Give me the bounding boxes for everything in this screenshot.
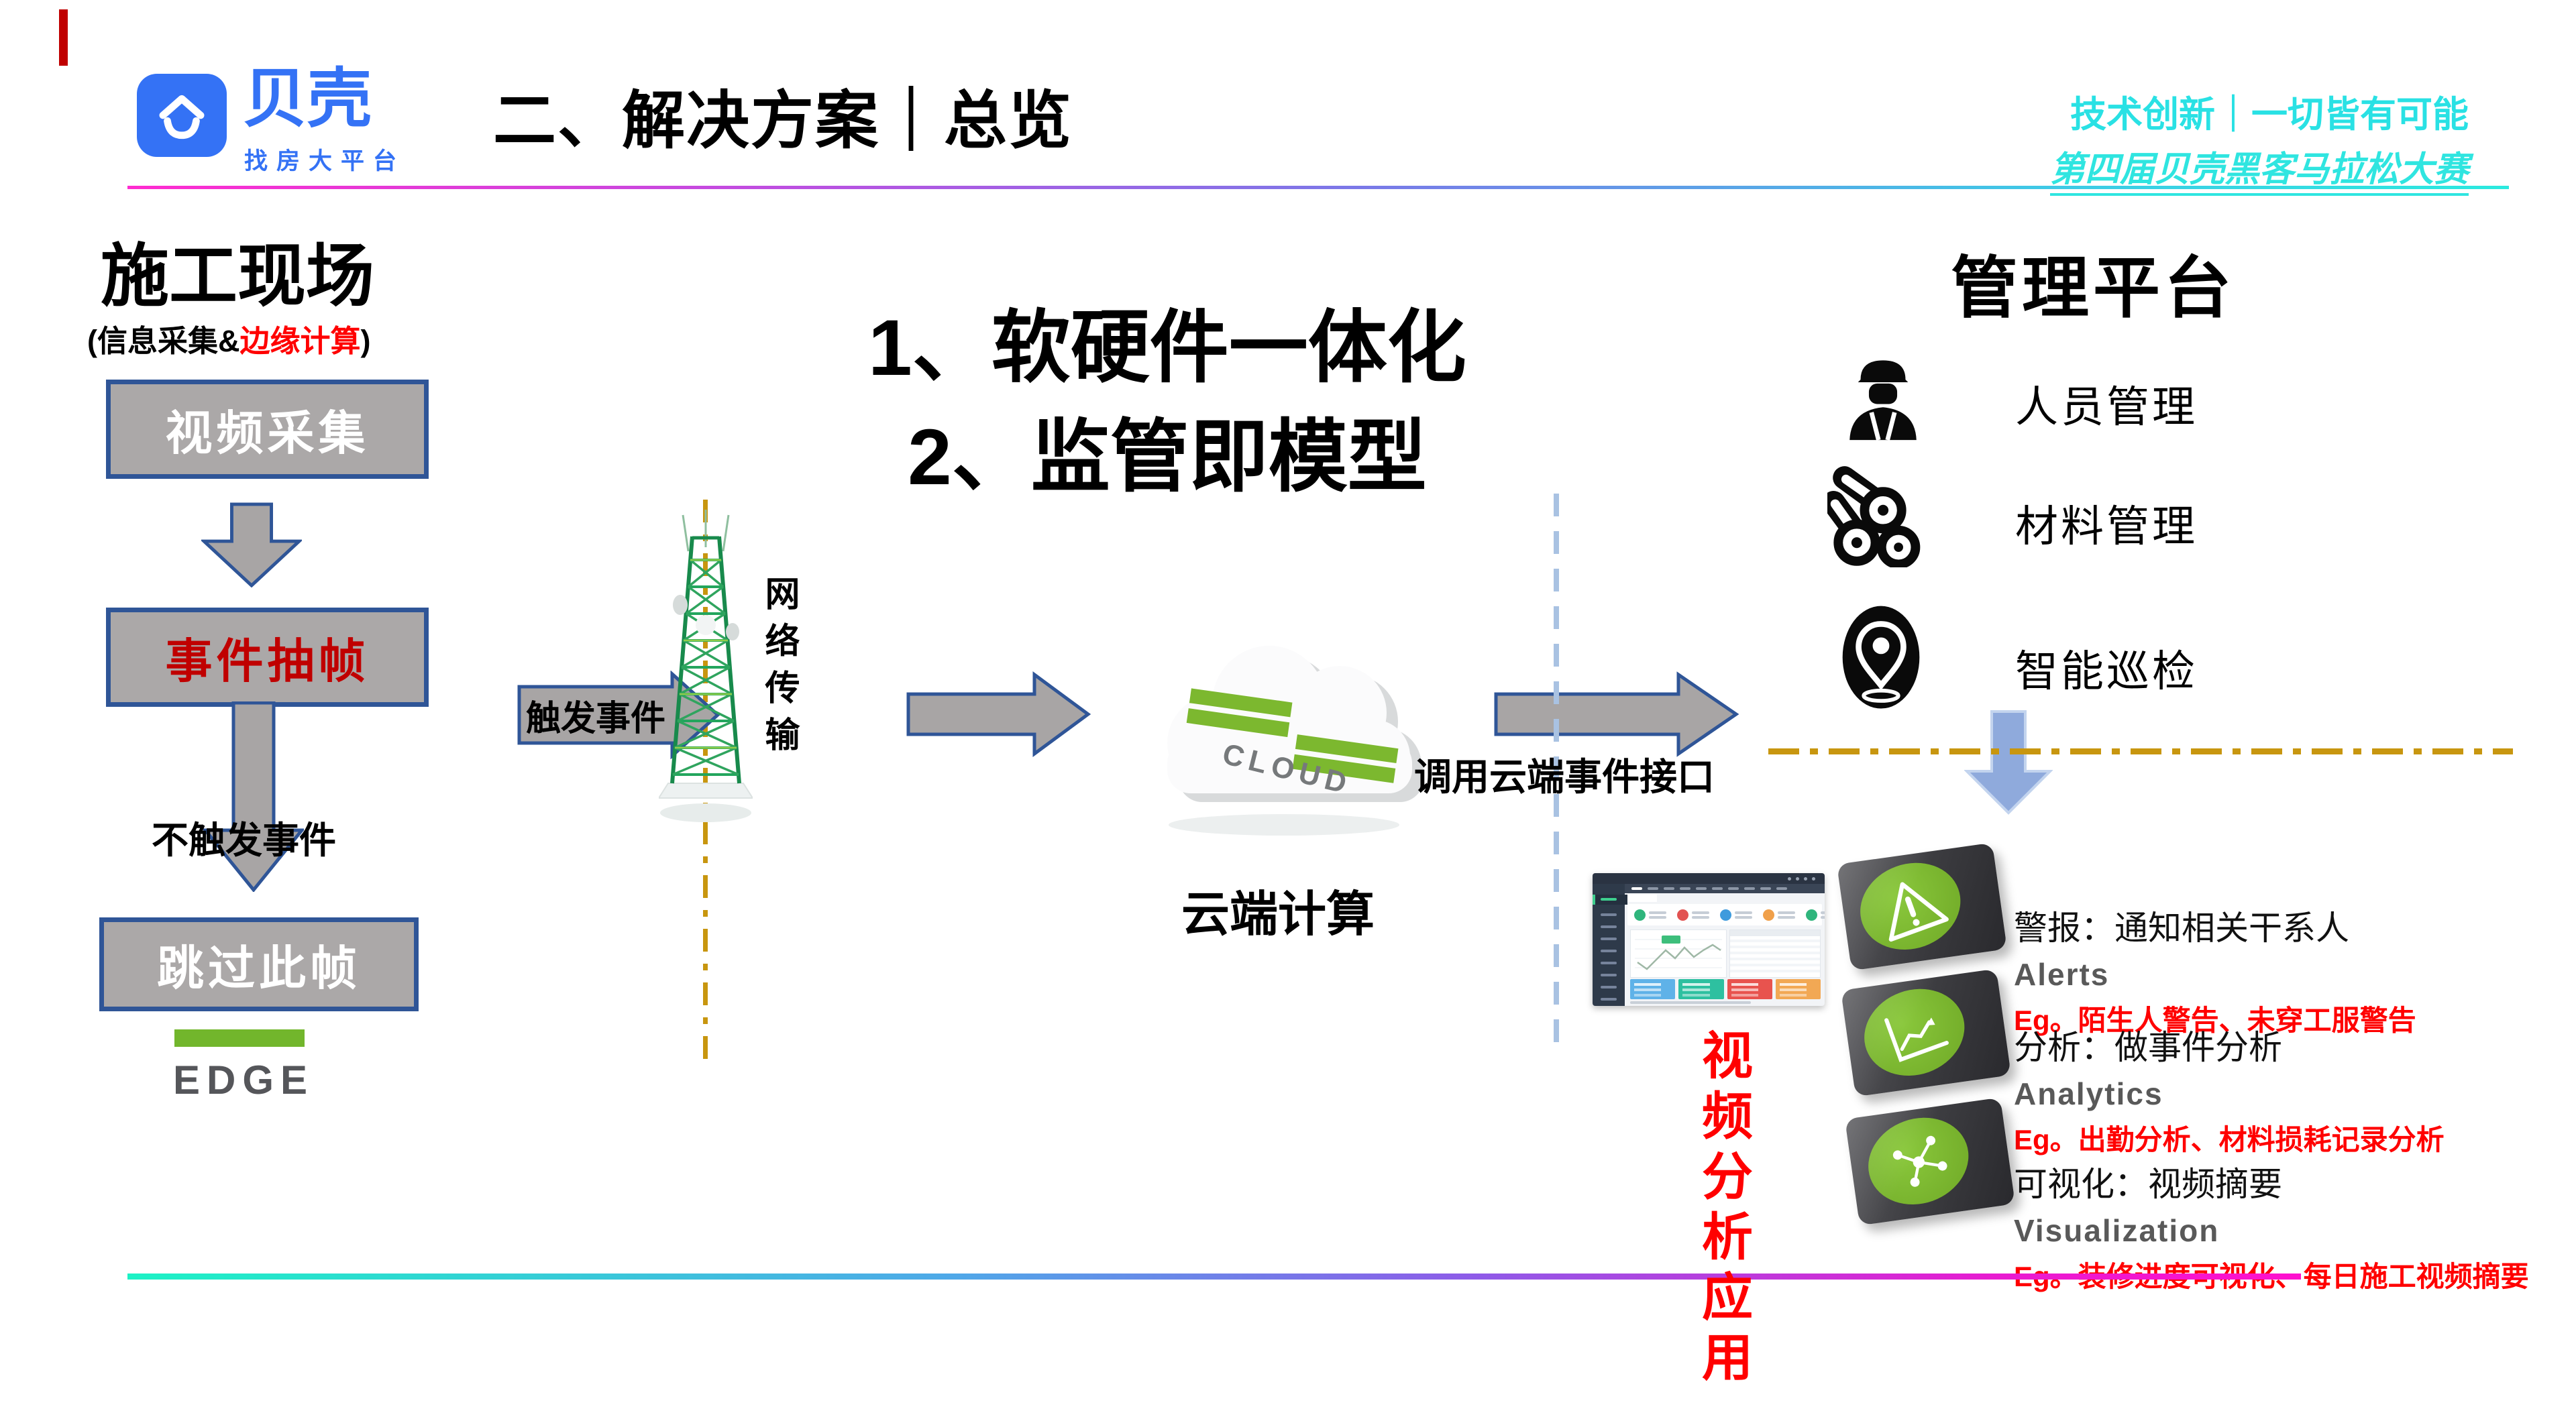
materials-icon [1827,466,1921,567]
footer-divider [127,1274,2301,1280]
analytics-example: Eg。出勤分析、材料损耗记录分析 [2014,1124,2445,1155]
page-title: 二、解决方案｜总览 [493,85,1073,156]
analytics-title: 分析：做事件分析 [2014,1029,2282,1066]
beike-logo-icon [137,74,227,157]
platform-item-patrol: 智能巡检 [2015,647,2198,695]
site-section-subtitle: (信息采集&边缘计算) [87,317,371,360]
site-section-title: 施工现场 [101,238,374,315]
dashboard-footer-text [1630,1001,1751,1004]
dashboard-titlebar [1593,873,1825,884]
network-transfer-label: 网络传输 [759,575,798,763]
visualization-tile [1845,1097,2015,1226]
analytics-en-label: Analytics [2014,1076,2163,1111]
video-analysis-vertical-label: 视频分析应用 [1694,1029,1751,1391]
down-arrow-icon [203,701,304,892]
alerts-title: 警报：通知相关干系人 [2014,909,2349,947]
analytics-tile [1841,968,2011,1097]
dashboard-active-tab [1627,894,1657,902]
brand-tagline: 找房大平台 [244,148,406,174]
step-event-frame: 事件抽帧 [106,608,429,707]
dashboard-cards [1630,979,1821,999]
headline-line-1: 1、软硬件一体化 [868,304,1466,392]
platform-dash-divider [1768,748,2513,754]
subtitle-highlight: 边缘计算 [239,324,361,358]
alerts-example: Eg。陌生人警告、未穿工服警告 [2014,1005,2416,1036]
step-event-frame-label: 事件抽帧 [165,634,370,687]
right-arrow-icon [906,671,1091,757]
visualization-title: 可视化：视频摘要 [2014,1166,2282,1203]
alerts-en-label: Alerts [2014,957,2110,992]
location-pin-icon [1842,606,1920,709]
line-chart-icon [1851,975,1977,1090]
edge-logo-bar [174,1029,305,1047]
right-arrow-icon [517,670,720,760]
event-name-text: 第四届贝壳黑客马拉松大赛 [2049,150,2469,196]
dashboard-sidebar [1593,884,1627,1006]
platform-item-personnel: 人员管理 [2015,383,2198,431]
subtitle-suffix: ) [360,324,371,358]
dashboard-line-chart [1630,929,1727,978]
worker-icon [1849,360,1917,441]
alert-triangle-icon [1847,849,1973,964]
slogan-text: 技术创新｜一切皆有可能 [2070,95,2469,135]
step-skip-frame-label: 跳过此帧 [157,942,361,995]
network-graph-icon [1856,1104,1981,1219]
visualization-en-label: Visualization [2014,1213,2220,1248]
cloud-compute-label: 云端计算 [1181,888,1375,942]
output-block-visualization: 可视化：视频摘要 Visualization Eg。装修进度可视化、每日施工视频… [2014,1157,2537,1295]
down-arrow-blue-icon [1964,710,2053,815]
platform-section-title: 管理平台 [1951,251,2235,326]
cloud-boundary-dash-line [1554,494,1559,1053]
signal-tower-icon [659,510,753,822]
headline-line-2: 2、监管即模型 [908,412,1427,502]
trigger-event-label: 触发事件 [525,699,665,738]
right-arrow-icon [1494,671,1739,757]
dashboard-screenshot [1593,873,1825,1006]
solution-headline: 1、软硬件一体化 2、监管即模型 [758,294,1576,512]
down-arrow-icon [201,502,302,587]
brand-name: 贝壳 [243,63,372,135]
dashboard-stats-row [1627,904,1825,925]
subtitle-prefix: (信息采集& [87,324,240,358]
cloud-api-label: 调用云端事件接口 [1414,756,1715,798]
output-block-alerts: 警报：通知相关干系人 Alerts Eg。陌生人警告、未穿工服警告 [2014,901,2537,1039]
cloud-icon: CLOUD [1167,646,1424,836]
dashboard-menubar [1593,884,1825,893]
slide-edge-marker [59,9,68,66]
trigger-event-arrow: 触发事件 [517,670,721,760]
edge-logo-text: EDGE [173,1058,315,1102]
no-trigger-label: 不触发事件 [152,819,337,861]
cloud-logo-stripes [1186,688,1399,783]
platform-item-materials: 材料管理 [2015,502,2198,551]
header-divider [127,186,2509,189]
step-video-capture: 视频采集 [106,380,429,479]
dashboard-table [1729,929,1821,978]
house-icon [159,95,205,139]
event-name: 第四届贝壳黑客马拉松大赛 [1878,141,2469,196]
step-skip-frame: 跳过此帧 [99,917,419,1011]
output-block-analytics: 分析：做事件分析 Analytics Eg。出勤分析、材料损耗记录分析 [2014,1021,2537,1158]
alerts-tile [1837,842,2007,971]
step-video-capture-label: 视频采集 [165,406,370,459]
